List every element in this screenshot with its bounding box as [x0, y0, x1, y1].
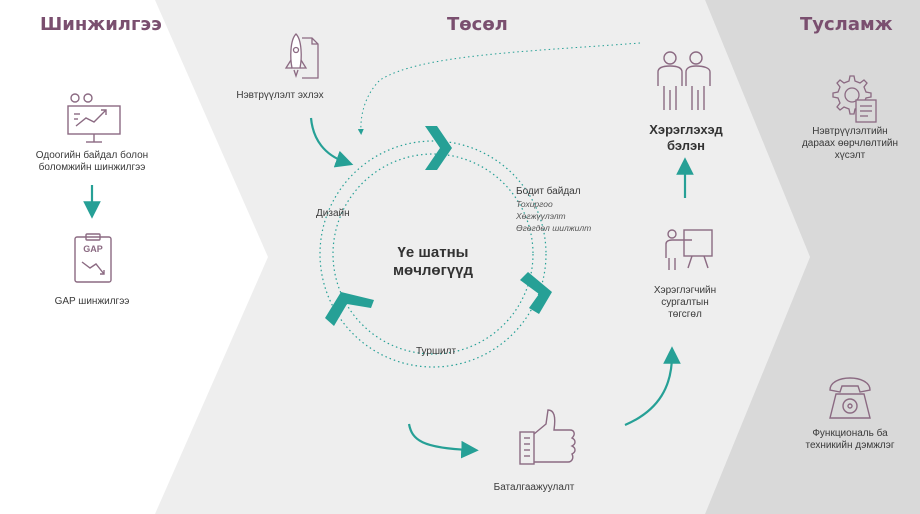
label-gap-analysis: GAP шинжилгээ: [54, 296, 130, 307]
label-functional-support: Функциональ ба техникийн дэмжлэг: [805, 428, 895, 451]
cycle-chevron-right: [520, 272, 552, 314]
trainer-board-icon: [665, 229, 713, 270]
impl-item-config: Тохиргоо: [516, 199, 553, 209]
launch-arrow: [309, 117, 354, 168]
testing-to-validation-arrow: [407, 423, 479, 459]
cycle-chevron-top: [425, 126, 452, 170]
validation-to-training-arrow: [624, 346, 681, 427]
impl-item-dev: Хөгжүүлэлт: [516, 211, 566, 221]
phase-title-project: Төсөл: [447, 14, 508, 35]
label-implementation: Бодит байдал: [516, 186, 581, 197]
label-design: Дизайн: [316, 208, 350, 219]
label-ready: Хэрэглэхэд бэлэн: [649, 122, 723, 153]
label-training: Хэрэглэгчийн сургалтын төгсгөл: [653, 285, 717, 320]
cycle-title: Үе шатны мөчлөгүүд: [392, 244, 474, 279]
label-testing: Туршилт: [416, 346, 457, 357]
label-launch: Нэвтрүүлэлт эхлэх: [236, 90, 324, 101]
analysis-presentation-icon: [67, 93, 121, 143]
rocket-icon: [284, 33, 319, 79]
gap-clipboard-icon: [74, 233, 112, 283]
gear-document-icon: [832, 75, 877, 123]
cycle-ring-inner: [332, 153, 534, 355]
label-post-launch: Нэвтрүүлэлтийн дараах өөрчлөлтийн хүсэлт: [801, 126, 899, 161]
phase-title-analysis: Шинжилгээ: [40, 14, 162, 35]
support-band: [705, 0, 920, 514]
project-band: [155, 0, 810, 514]
gap-badge: GAP: [83, 244, 103, 254]
people-icon: [657, 51, 711, 110]
cycle-chevron-left: [325, 292, 374, 326]
label-current-state: Одоогийн байдал болон боломжийн шинжилгэ…: [35, 150, 149, 173]
label-validation: Баталгаажуулалт: [493, 482, 575, 493]
thumbs-up-icon: [519, 409, 576, 465]
feedback-dotted-arrow: [357, 42, 641, 135]
impl-item-migration: Өгөгдөл шилжилт: [516, 223, 592, 233]
cycle-ring-outer: [319, 140, 547, 368]
phase-title-support: Тусламж: [800, 14, 893, 35]
telephone-icon: [829, 377, 871, 419]
